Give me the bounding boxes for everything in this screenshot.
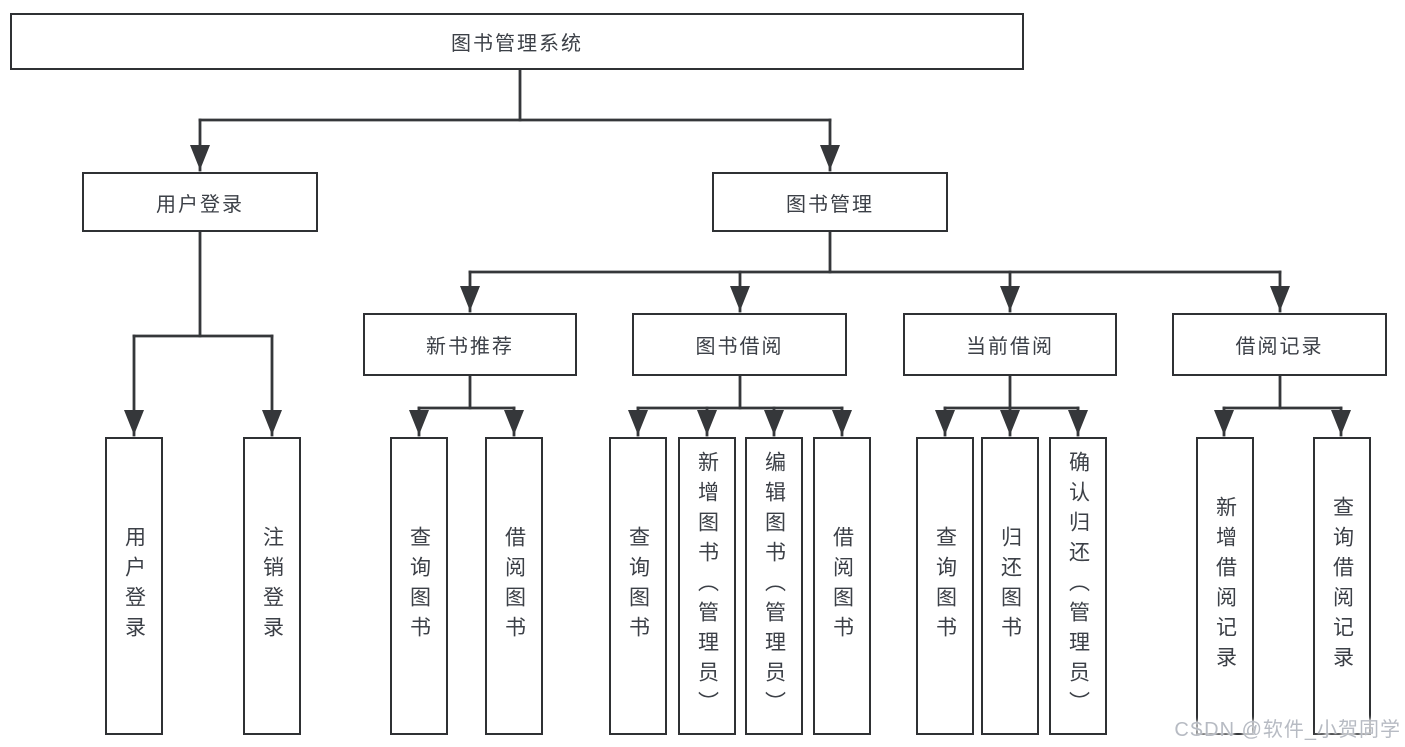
- leaf-query-books-recommend: 查询图书: [390, 437, 448, 735]
- node-borrow-records-label: 借阅记录: [1235, 336, 1324, 358]
- leaf-confirm-return-admin: 确认归还（管理员）: [1049, 437, 1107, 735]
- node-borrow-records: 借阅记录: [1172, 313, 1387, 376]
- node-current-borrow-label: 当前借阅: [966, 336, 1054, 358]
- node-new-book-recommend-label: 新书推荐: [426, 336, 514, 358]
- node-root: 图书管理系统: [10, 13, 1024, 70]
- leaf-user-login-label: 用户登录: [122, 526, 146, 646]
- leaf-query-books-recommend-label: 查询图书: [407, 526, 431, 646]
- leaf-return-book: 归还图书: [981, 437, 1039, 735]
- leaf-borrow-books-recommend-label: 借阅图书: [502, 526, 526, 646]
- leaf-confirm-return-admin-label: 确认归还（管理员）: [1066, 451, 1090, 721]
- leaf-query-borrow-record-label: 查询借阅记录: [1330, 496, 1354, 676]
- node-book-management-label: 图书管理: [786, 193, 874, 216]
- node-root-label: 图书管理系统: [451, 33, 583, 55]
- leaf-query-books-current-label: 查询图书: [933, 526, 957, 646]
- node-book-borrow-label: 图书借阅: [695, 336, 784, 358]
- leaf-borrow-books-label: 借阅图书: [830, 526, 854, 646]
- node-new-book-recommend: 新书推荐: [363, 313, 577, 376]
- leaf-borrow-books-recommend: 借阅图书: [485, 437, 543, 735]
- csdn-watermark: CSDN @软件_小贺同学: [1174, 719, 1401, 741]
- node-book-management: 图书管理: [712, 172, 948, 232]
- node-current-borrow: 当前借阅: [903, 313, 1117, 376]
- leaf-query-borrow-record: 查询借阅记录: [1313, 437, 1371, 735]
- node-user-login: 用户登录: [82, 172, 318, 232]
- node-book-borrow: 图书借阅: [632, 313, 847, 376]
- leaf-user-login: 用户登录: [105, 437, 163, 735]
- leaf-edit-book-admin-label: 编辑图书（管理员）: [762, 451, 786, 721]
- leaf-query-books-borrow-label: 查询图书: [626, 526, 650, 646]
- leaf-add-book-admin-label: 新增图书（管理员）: [695, 451, 719, 721]
- leaf-add-book-admin: 新增图书（管理员）: [678, 437, 736, 735]
- leaf-edit-book-admin: 编辑图书（管理员）: [745, 437, 803, 735]
- leaf-add-borrow-record: 新增借阅记录: [1196, 437, 1254, 735]
- leaf-return-book-label: 归还图书: [998, 526, 1022, 646]
- leaf-add-borrow-record-label: 新增借阅记录: [1213, 496, 1237, 676]
- leaf-logout: 注销登录: [243, 437, 301, 735]
- leaf-query-books-borrow: 查询图书: [609, 437, 667, 735]
- node-user-login-label: 用户登录: [156, 193, 244, 216]
- leaf-borrow-books: 借阅图书: [813, 437, 871, 735]
- leaf-query-books-current: 查询图书: [916, 437, 974, 735]
- leaf-logout-label: 注销登录: [260, 526, 284, 646]
